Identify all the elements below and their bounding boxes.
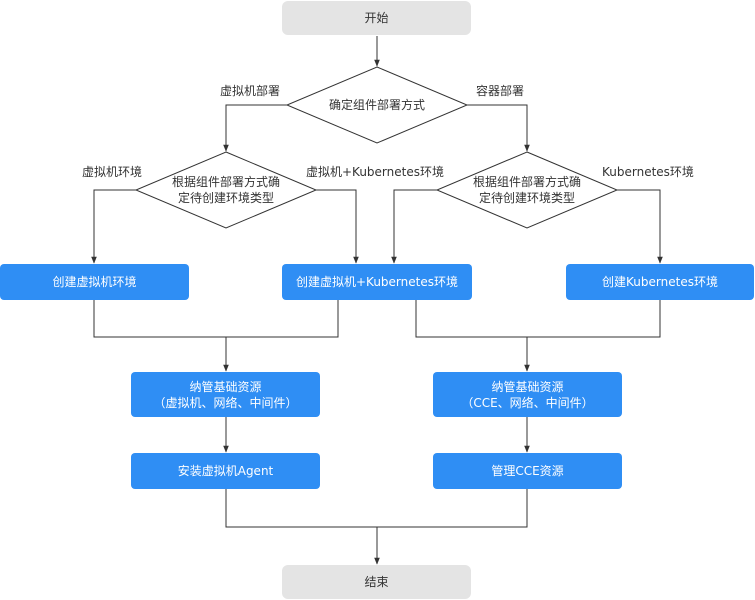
decision-container-line1: 根据组件部署方式确	[472, 175, 581, 189]
create-vm-env-node: 创建虚拟机环境	[0, 264, 189, 300]
decision-vm-line1: 根据组件部署方式确	[171, 175, 280, 189]
edge-label-vm-deploy: 虚拟机部署	[220, 84, 281, 98]
create-k8s-env-label: 创建Kubernetes环境	[602, 275, 718, 289]
start-node: 开始	[282, 1, 471, 35]
create-k8s-env-node: 创建Kubernetes环境	[566, 264, 754, 300]
edge-label-vm-k8s-env: 虚拟机+Kubernetes环境	[306, 165, 444, 179]
edge-label-container-deploy: 容器部署	[476, 84, 525, 98]
manage-vm-line1: 纳管基础资源	[189, 379, 262, 394]
decision-vm-shape	[134, 151, 318, 229]
decision-main-shape	[285, 66, 469, 144]
create-vm-env-label: 创建虚拟机环境	[52, 275, 137, 289]
edge-k8s-env	[617, 189, 663, 264]
edge-vm-k8s-env-right	[391, 189, 437, 264]
manage-cce-line2: （CCE、网络、中间件）	[461, 395, 594, 410]
edge-vm-env	[91, 189, 136, 264]
create-vm-k8s-env-label: 创建虚拟机+Kubernetes环境	[296, 275, 458, 289]
decision-container-line2: 定待创建环境类型	[478, 191, 575, 205]
start-label: 开始	[364, 11, 389, 25]
edge-vm-deploy	[223, 104, 287, 152]
manage-cce-line1: 纳管基础资源	[491, 379, 564, 394]
manage-vm-line2: （虚拟机、网络、中间件）	[153, 395, 298, 410]
edge-label-vm-env: 虚拟机环境	[82, 165, 143, 179]
decision-main-text: 确定组件部署方式	[287, 97, 467, 113]
edge-label-k8s-env: Kubernetes环境	[602, 165, 694, 179]
manage-cce-resources-node: 纳管基础资源 （CCE、网络、中间件）	[433, 372, 622, 417]
decision-vm-text: 根据组件部署方式确 定待创建环境类型	[136, 174, 316, 206]
edge-merge-right	[415, 300, 661, 338]
create-vm-k8s-env-node: 创建虚拟机+Kubernetes环境	[282, 264, 472, 300]
manage-cce-label: 管理CCE资源	[491, 464, 564, 478]
manage-vm-resources-node: 纳管基础资源 （虚拟机、网络、中间件）	[131, 372, 320, 417]
decision-vm-line2: 定待创建环境类型	[177, 191, 274, 205]
end-node: 结束	[282, 565, 471, 599]
decision-container-text: 根据组件部署方式确 定待创建环境类型	[437, 174, 617, 206]
decision-main-label: 确定组件部署方式	[328, 98, 425, 112]
end-label: 结束	[364, 575, 389, 589]
install-vm-agent-label: 安装虚拟机Agent	[177, 464, 274, 478]
install-vm-agent-node: 安装虚拟机Agent	[131, 453, 320, 489]
edge-vm-k8s-env-left	[316, 189, 359, 264]
edge-container-deploy	[467, 104, 530, 152]
edge-merge-end	[225, 489, 528, 528]
manage-cce-node: 管理CCE资源	[433, 453, 622, 489]
decision-container-shape	[435, 151, 619, 229]
edge-merge-left	[93, 300, 339, 338]
